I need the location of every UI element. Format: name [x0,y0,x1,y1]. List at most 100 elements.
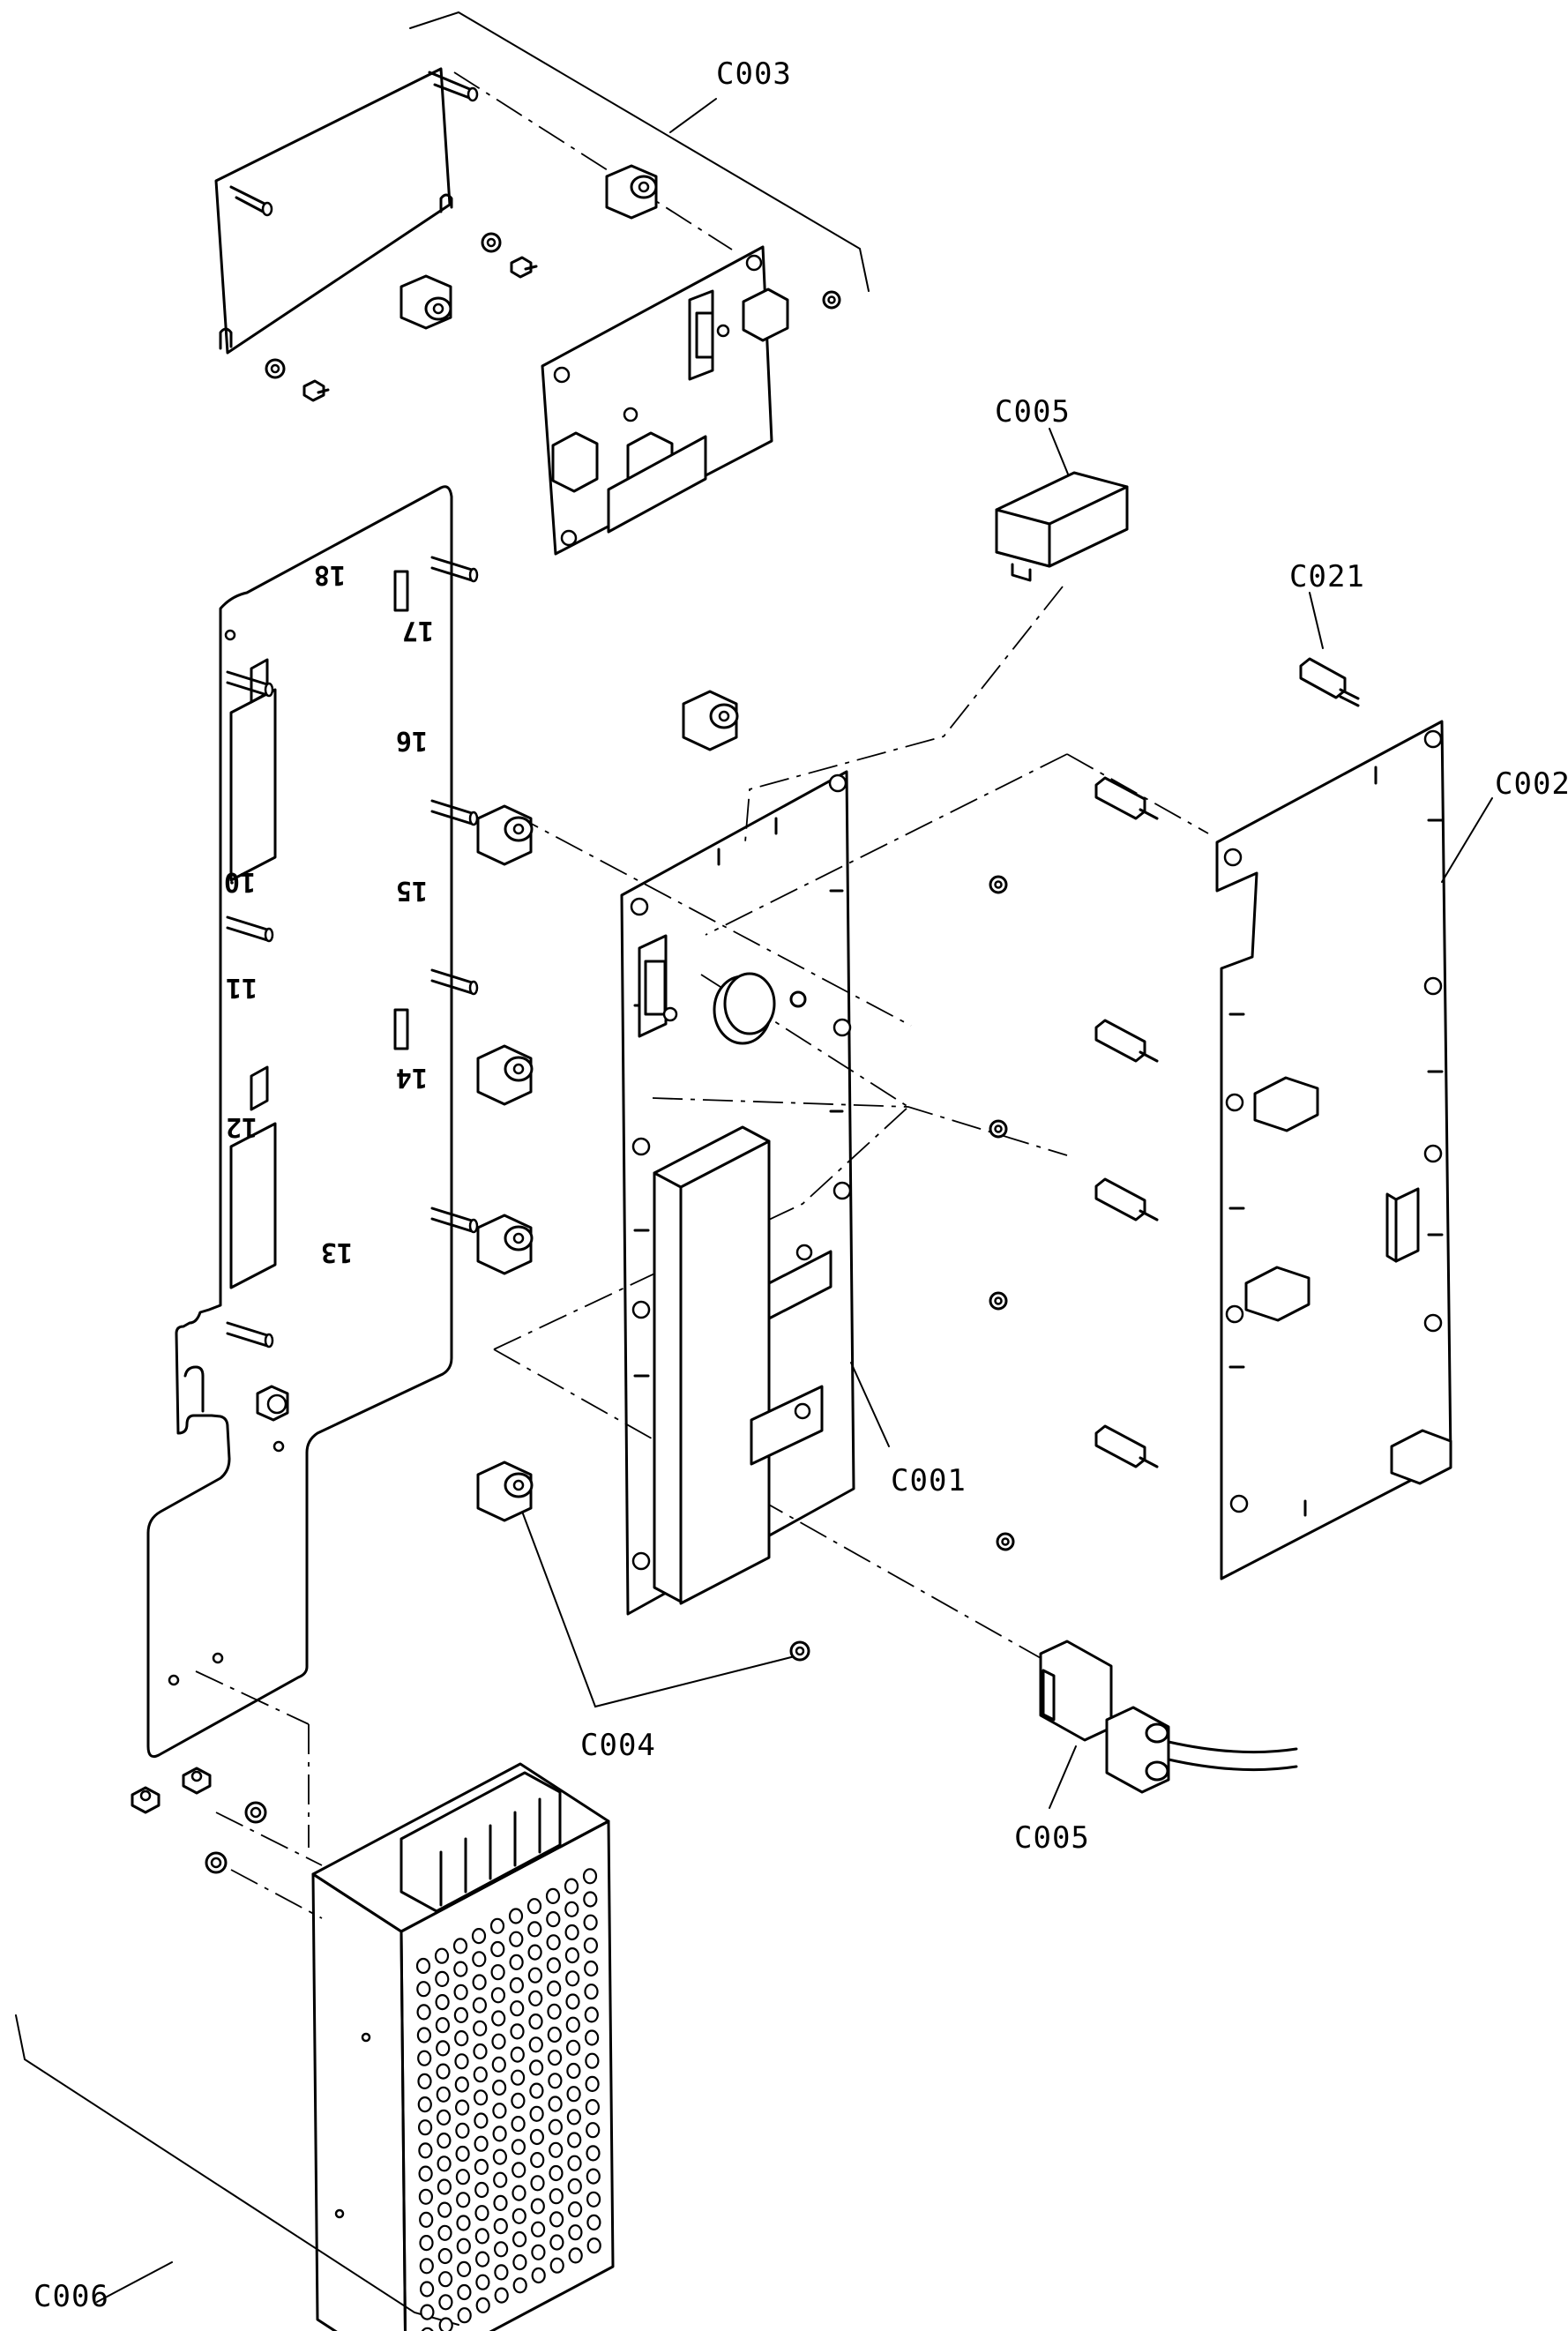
standoff-icon [1094,1177,1159,1222]
bracket-stud [226,670,274,698]
vent-hole [455,2169,471,2185]
vent-hole [510,2000,525,2017]
vent-hole [455,2122,470,2139]
top-cover-plate [214,67,658,402]
vent-hole [415,1957,431,1975]
circuit-board-icon [620,770,855,1616]
vent-hole [490,1964,505,1981]
vent-hole [584,1984,599,2000]
vent-hole [419,2211,434,2228]
bracket-stud [430,968,479,996]
vent-hole [474,2181,489,2199]
vent-hole [493,2218,508,2235]
bracket-stud [430,556,479,583]
bracket-mark-13: 13 [321,1236,353,1267]
vent-hole [452,1938,468,1954]
plate-stud [229,185,273,217]
vent-hole [565,1970,580,1987]
bracket-mark-11: 11 [226,972,258,1003]
vent-hole [493,2241,509,2258]
vent-hole [567,2155,582,2171]
vent-hole [454,2099,470,2116]
vent-hole [565,1993,580,2010]
vent-hole [568,2247,583,2264]
vent-hole [585,2099,601,2116]
leader-lines [15,11,1493,2326]
vent-hole [438,2294,453,2311]
vent-hole [471,1928,487,1945]
vent-hole [529,2128,545,2146]
vent-hole [473,2089,489,2106]
spacer-icon [476,1461,534,1522]
vent-hole [512,2277,527,2294]
connector-icon [688,289,730,381]
vent-hole [584,1960,599,1977]
vent-hole [528,1990,543,2006]
bracket-mark-14: 14 [396,1062,428,1093]
bracket-mark-17: 17 [402,615,434,646]
vent-hole [418,2142,433,2159]
vent-hole [475,2274,490,2290]
vent-hole [512,2254,527,2271]
vent-hole [509,1954,524,1970]
vent-hole [417,2050,432,2066]
vent-hole [420,2304,435,2320]
bracket-mark-15: 15 [396,875,428,906]
vent-hole [567,2201,583,2218]
vent-hole [547,2050,563,2066]
vent-hole [473,2043,488,2060]
vent-hole [475,2297,490,2313]
vent-hole [511,2139,526,2155]
vent-hole [416,2004,431,2021]
vent-hole [436,2086,451,2103]
spacer-group [476,690,810,1662]
bracket-mark-10: 10 [224,866,256,897]
vent-hole [474,2112,489,2129]
vent-hole [491,2079,507,2096]
vent-hole [438,2317,453,2331]
vent-hole [583,1937,599,1954]
vent-hole [456,2238,471,2254]
standoff-icon [1094,776,1159,820]
vent-hole [547,1980,562,1997]
nut-icon [789,1640,810,1662]
vent-hole [510,2046,525,2063]
vent-hole [455,2145,470,2163]
vent-hole [583,1891,598,1908]
fastener-group [131,1767,267,1874]
vent-hole [529,2082,544,2099]
vent-hole [454,2030,469,2047]
vent-hole [418,2165,433,2182]
vent-hole [474,2251,490,2267]
callout-c021: C021 [1289,559,1365,594]
callout-c002: C002 [1495,766,1568,802]
vent-hole [546,1911,561,1928]
vent-hole [456,2215,471,2231]
vent-hole [565,2016,580,2033]
vent-hole [511,2208,526,2224]
vent-hole [528,2036,543,2053]
vent-hole [564,1924,579,1941]
vent-hole [584,2029,600,2046]
spacer-icon [476,1044,534,1106]
vent-hole [547,2003,562,2020]
bracket-mark-12: 12 [226,1111,258,1142]
bracket-mark-18: 18 [314,559,346,590]
callout-labels: C003 C005 C021 C002 C001 C004 C005 C006 [34,56,1568,2314]
spacer-icon [476,804,534,866]
vent-hole [418,2188,433,2205]
screw-icon [510,256,538,279]
vent-hole [454,2076,469,2093]
vent-hole [546,1957,562,1974]
vent-hole [548,2073,563,2089]
vent-hole [490,1940,505,1958]
vent-hole [511,2230,527,2248]
vent-hole [437,2247,452,2265]
vent-hole [582,1868,598,1885]
vent-hole [510,2069,526,2086]
vent-hole [491,2056,506,2073]
vent-hole [511,2116,526,2133]
callout-c004: C004 [580,1728,656,1763]
vent-hole [473,2066,488,2083]
